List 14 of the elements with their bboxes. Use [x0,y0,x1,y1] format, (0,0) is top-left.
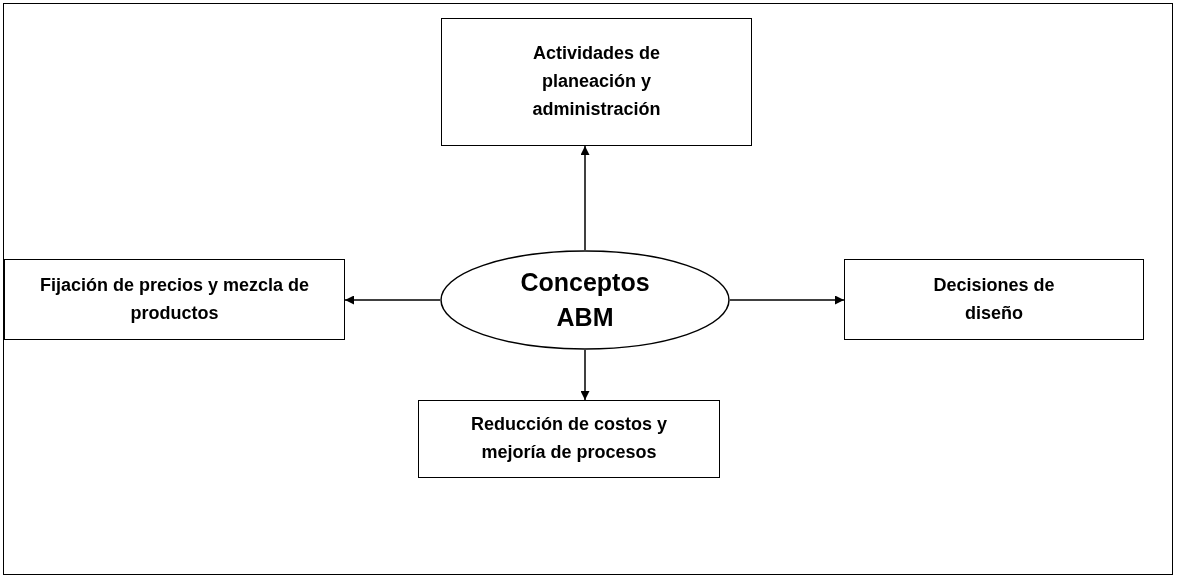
node-text: Fijación de precios y mezcla de productos [38,273,311,325]
concept-ellipse [440,250,730,350]
node-text: Conceptos ABM [519,267,651,333]
arrow [729,295,845,305]
node-text: Actividades de planeación y administración [531,42,662,121]
process-box [418,400,720,478]
process-box [4,259,345,340]
node-text: Decisiones de diseño [932,273,1056,325]
process-box [844,259,1144,340]
arrow [580,145,590,251]
process-box [441,18,752,146]
arrow [344,295,441,305]
arrow [580,349,590,401]
node-text: Reducción de costos y mejoría de procesos [469,413,669,464]
